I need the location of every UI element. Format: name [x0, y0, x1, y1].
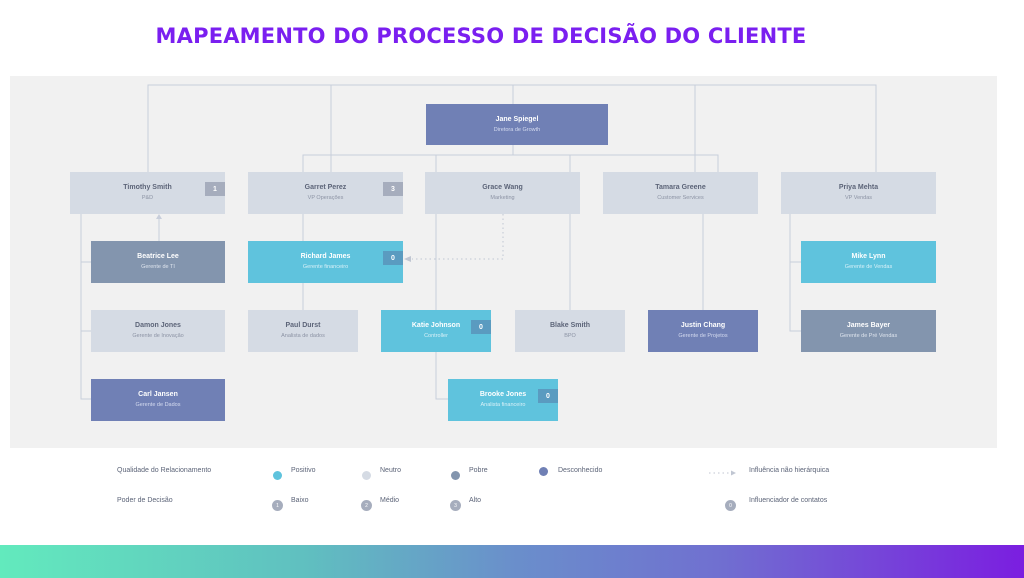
legend-power-baixo: Baixo	[291, 497, 309, 504]
node-role: Gerente financeiro	[302, 264, 349, 270]
legend-power-2-icon: 2	[361, 500, 372, 511]
node-tamara-greene[interactable]: Tamara Greene Customer Services	[603, 172, 758, 214]
node-role: Gerente de Vendas	[844, 264, 893, 270]
bottom-gradient-bar	[0, 545, 1024, 578]
decision-power-badge: 1	[205, 182, 225, 196]
legend-pobre-dot-icon	[451, 471, 460, 480]
node-role: Customer Services	[657, 195, 704, 201]
node-role: BPO	[564, 333, 576, 339]
node-name: Grace Wang	[482, 184, 523, 191]
legend-influencer: Influenciador de contatos	[749, 497, 828, 504]
node-role: Gerente de Projetos	[678, 333, 728, 339]
page-title: MAPEAMENTO DO PROCESSO DE DECISÃO DO CLI…	[155, 24, 807, 48]
node-role: Gerente de Dados	[135, 402, 181, 408]
legend-influencer-icon: 0	[725, 500, 736, 511]
node-role: P&D	[141, 195, 154, 201]
node-name: Priya Mehta	[838, 184, 879, 191]
legend-neutro: Neutro	[380, 467, 402, 474]
node-justin-chang[interactable]: Justin Chang Gerente de Projetos	[648, 310, 758, 352]
node-jane-spiegel[interactable]: Jane Spiegel Diretora de Growth	[426, 104, 608, 145]
legend-desconhecido-dot-icon	[539, 467, 548, 476]
node-brooke-jones[interactable]: Brooke Jones Analista financeiro 0	[448, 379, 558, 421]
node-damon-jones[interactable]: Damon Jones Gerente de Inovação	[91, 310, 225, 352]
node-role: Gerente de TI	[141, 264, 175, 270]
legend-quality-label: Qualidade do Relacionamento	[117, 467, 212, 474]
node-richard-james[interactable]: Richard James Gerente financeiro 0	[248, 241, 403, 283]
legend-power-medio: Médio	[380, 497, 400, 504]
node-name: Justin Chang	[680, 322, 726, 329]
node-name: Damon Jones	[135, 322, 181, 329]
node-name: Richard James	[300, 253, 351, 260]
node-priya-mehta[interactable]: Priya Mehta VP Vendas	[781, 172, 936, 214]
legend-pobre: Pobre	[469, 467, 488, 474]
node-role: VP Vendas	[844, 195, 873, 201]
node-garret-perez[interactable]: Garret Perez VP Operações 3	[248, 172, 403, 214]
node-name: Garret Perez	[304, 184, 347, 191]
legend-power-alto: Alto	[469, 497, 482, 504]
node-name: Katie Johnson	[411, 322, 461, 329]
node-role: Diretora de Growth	[493, 126, 541, 133]
legend-power-1-icon: 1	[272, 500, 283, 511]
node-role: Analista de dados	[281, 333, 325, 339]
legend-neutro-dot-icon	[362, 471, 371, 480]
node-role: Marketing	[490, 195, 515, 201]
node-timothy-smith[interactable]: Timothy Smith P&D 1	[70, 172, 225, 214]
node-paul-durst[interactable]: Paul Durst Analista de dados	[248, 310, 358, 352]
influencer-badge: 0	[383, 251, 403, 265]
node-role: Controller	[424, 333, 448, 339]
node-carl-jansen[interactable]: Carl Jansen Gerente de Dados	[91, 379, 225, 421]
node-name: Brooke Jones	[479, 391, 527, 398]
legend-influence-arrow-icon	[709, 470, 736, 476]
node-mike-lynn[interactable]: Mike Lynn Gerente de Vendas	[801, 241, 936, 283]
influencer-badge: 0	[471, 320, 491, 334]
node-role: VP Operações	[307, 195, 344, 201]
legend-power-label: Poder de Decisão	[117, 497, 173, 504]
node-katie-johnson[interactable]: Katie Johnson Controller 0	[381, 310, 491, 352]
node-name: Carl Jansen	[138, 391, 178, 398]
node-name: Jane Spiegel	[495, 115, 539, 123]
node-james-bayer[interactable]: James Bayer Gerente de Pré Vendas	[801, 310, 936, 352]
legend-positivo: Positivo	[291, 467, 316, 474]
legend-influence: Influência não hierárquica	[749, 467, 830, 474]
legend-positivo-dot-icon	[273, 471, 282, 480]
node-beatrice-lee[interactable]: Beatrice Lee Gerente de TI	[91, 241, 225, 283]
node-grace-wang[interactable]: Grace Wang Marketing	[425, 172, 580, 214]
node-name: Paul Durst	[285, 322, 321, 329]
node-name: Mike Lynn	[851, 253, 886, 260]
node-role: Gerente de Pré Vendas	[839, 333, 898, 339]
node-name: James Bayer	[846, 322, 891, 329]
legend-desconhecido: Desconhecido	[558, 467, 603, 474]
influencer-badge: 0	[538, 389, 558, 403]
legend-power-3-icon: 3	[450, 500, 461, 511]
node-name: Beatrice Lee	[137, 253, 179, 260]
decision-power-badge: 3	[383, 182, 403, 196]
node-role: Analista financeiro	[480, 402, 526, 408]
node-name: Tamara Greene	[655, 184, 706, 191]
node-role: Gerente de Inovação	[132, 333, 184, 339]
node-blake-smith[interactable]: Blake Smith BPO	[515, 310, 625, 352]
node-name: Timothy Smith	[123, 184, 172, 191]
node-name: Blake Smith	[549, 322, 591, 329]
